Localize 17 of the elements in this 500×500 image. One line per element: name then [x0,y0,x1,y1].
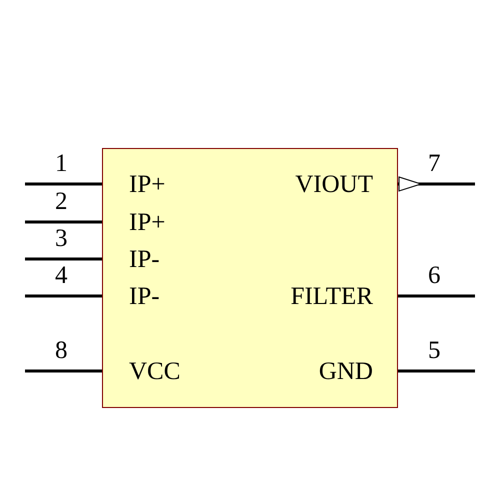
pin-name: IP- [129,246,160,274]
pin-number: 7 [428,150,440,178]
pin-number: 5 [428,337,440,365]
pin-number: 8 [55,337,68,365]
pin-name: FILTER [290,283,373,311]
pin-name: IP- [129,283,160,311]
pin-name: GND [318,358,373,386]
pin-number: 2 [55,188,68,216]
pin-name: VCC [129,358,180,386]
pin-name: IP+ [129,209,166,237]
pin-number: 1 [55,150,68,178]
chip-body [102,148,398,408]
pin-number: 6 [428,262,440,290]
pin-number: 4 [55,262,68,290]
pin-name: IP+ [129,171,166,199]
pin-number: 3 [55,225,68,253]
pin-name: VIOUT [295,171,373,199]
